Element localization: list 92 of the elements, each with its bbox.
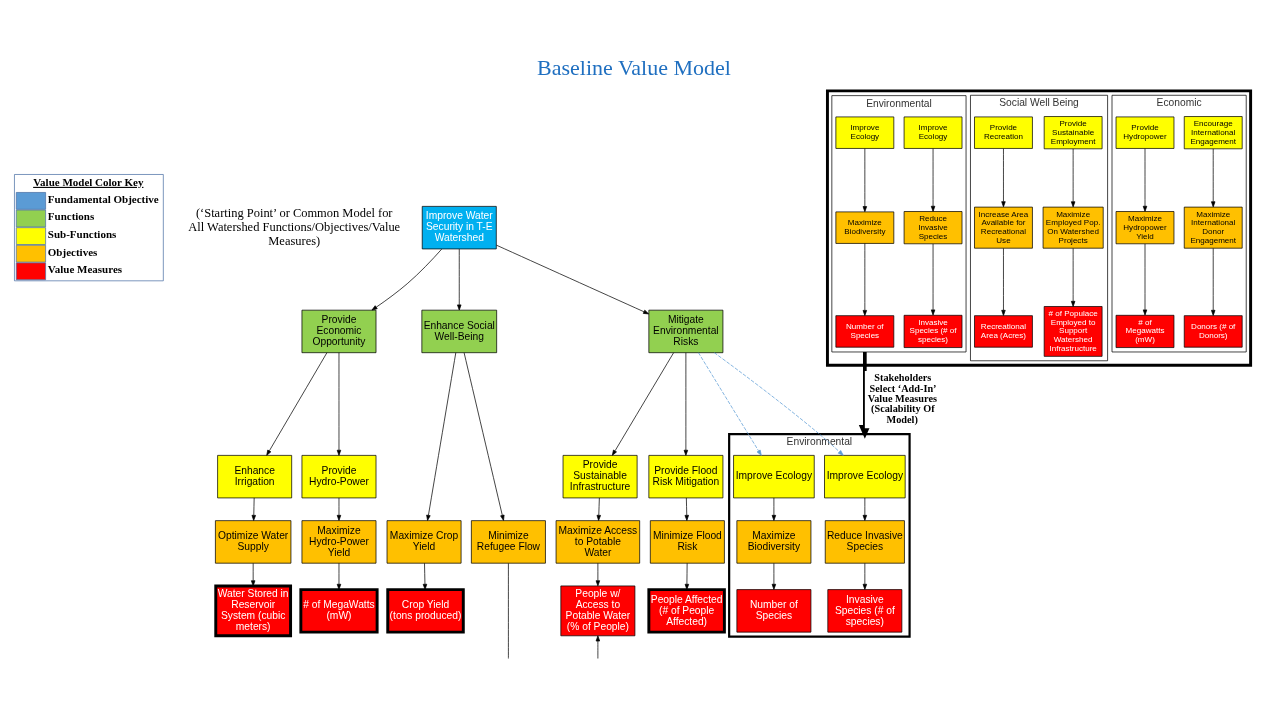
arrow — [1001, 148, 1006, 208]
node-box: Improve Ecology — [835, 116, 895, 149]
arrow — [463, 352, 505, 521]
node-box: # of Populace Employed to Support Watershed Infrastructure — [1043, 306, 1103, 357]
node-box: Optimize Water Supply — [215, 520, 292, 564]
node-box: Provide Sustainable Infrastructure — [562, 455, 638, 499]
arrow — [266, 352, 328, 456]
arrow — [457, 248, 462, 311]
legend-label: Functions — [47, 210, 95, 223]
arrow — [595, 635, 601, 659]
node-box: Provide Economic Opportunity — [301, 309, 377, 354]
arrow — [1070, 248, 1076, 307]
node-box: Encourage International Engagement — [1183, 116, 1243, 150]
node-box: Increase Area Available for Recreational Use — [974, 206, 1033, 249]
cluster — [825, 89, 1253, 367]
arrow — [336, 562, 342, 590]
node-box: Crop Yield (tons produced) — [386, 588, 465, 634]
arrow — [713, 352, 844, 456]
node-box: Water Stored in Reservoir System (cubic meters) — [214, 584, 293, 638]
arrow — [612, 352, 674, 456]
node-box: Maximize Access to Potable Water — [555, 520, 641, 564]
arrow — [1142, 243, 1148, 316]
connector — [508, 563, 509, 659]
node-box: People w/ Access to Potable Water (% of People) — [560, 585, 636, 637]
node-box: Provide Sustainable Employment — [1043, 116, 1103, 150]
edge-label: Stakeholders Select ‘Add-In’ Value Measures (Scalability Of Model) — [867, 372, 937, 425]
arrow — [771, 497, 777, 521]
arrow — [426, 352, 457, 521]
node-box: Maximize Hydropower Yield — [1115, 211, 1175, 245]
arrow — [496, 244, 650, 315]
arrow — [251, 497, 256, 521]
arrow — [683, 352, 689, 456]
node-box: Invasive Species (# of species) — [903, 314, 963, 348]
node-box: Donors (# of Donors) — [1183, 315, 1243, 348]
node-box: Minimize Flood Risk — [649, 520, 725, 564]
arrow — [596, 497, 601, 521]
node-box: Provide Recreation — [974, 116, 1033, 149]
arrow — [862, 497, 867, 521]
node-box: Enhance Social Well-Being — [421, 309, 498, 354]
node-box: Enhance Irrigation — [217, 455, 293, 499]
node-box: Maximize International Donor Engagement — [1183, 206, 1243, 249]
arrow — [251, 562, 256, 587]
node-box: Provide Hydropower — [1115, 116, 1175, 149]
legend-label: Fundamental Objective — [47, 192, 159, 205]
node-box: # of Megawatts (mW) — [1115, 314, 1175, 348]
arrow — [684, 497, 689, 521]
diagram-title: Baseline Value Model — [537, 55, 731, 81]
node-box: Maximize Biodiversity — [835, 211, 895, 244]
node-box: Improve Ecology — [733, 455, 815, 499]
arrow — [862, 243, 867, 316]
arrow — [862, 148, 867, 213]
node-box: Reduce Invasive Species — [903, 211, 963, 245]
node-box: Invasive Species (# of species) — [827, 589, 903, 633]
node-box: Recreational Area (Acres) — [974, 315, 1033, 348]
arrow — [698, 352, 762, 456]
arrow — [1211, 148, 1216, 208]
node-box: Provide Flood Risk Mitigation — [648, 455, 724, 499]
arrow — [771, 562, 777, 590]
node-box: Number of Species — [736, 589, 812, 633]
legend-label: Sub-Functions — [47, 227, 117, 240]
arrow — [1001, 248, 1006, 316]
node-box: Improve Ecology — [903, 116, 963, 149]
node-box: Improve Water Security in T-E Watershed — [421, 206, 497, 250]
node-box: Reduce Invasive Species — [824, 520, 905, 564]
node-box: Provide Hydro-Power — [301, 455, 377, 499]
arrow — [1070, 148, 1076, 208]
label: Value Model Color Key — [33, 175, 144, 188]
arrow — [1142, 148, 1148, 212]
legend-label: Objectives — [47, 245, 98, 258]
arrow — [336, 352, 342, 456]
arrow — [422, 562, 428, 590]
arrow — [858, 351, 871, 439]
arrow — [371, 248, 443, 311]
node-box: Improve Ecology — [824, 455, 906, 499]
node-box: Number of Species — [835, 315, 895, 348]
arrow — [684, 562, 690, 590]
node-box: Maximize Biodiversity — [736, 520, 812, 564]
arrow — [595, 562, 601, 587]
node-box: Maximize Crop Yield — [386, 520, 462, 564]
arrow — [930, 243, 936, 316]
label: (‘Starting Point’ or Common Model for All Watershed Functions/Objectives/Value Measures) — [188, 205, 401, 248]
node-box: Minimize Refugee Flow — [471, 520, 546, 564]
node-box: Mitigate Environmental Risks — [648, 309, 724, 354]
node-box: Maximize Hydro-Power Yield — [301, 520, 377, 564]
arrow — [336, 497, 342, 521]
arrow — [862, 562, 867, 590]
node-box: Maximize Employed Pop. On Watershed Projects — [1042, 206, 1104, 249]
arrow — [930, 148, 936, 212]
legend-label: Value Measures — [47, 263, 123, 276]
node-box: People Affected (# of People Affected) — [647, 588, 726, 634]
node-box: # of MegaWatts (mW) — [299, 588, 379, 634]
arrow — [1211, 248, 1216, 316]
